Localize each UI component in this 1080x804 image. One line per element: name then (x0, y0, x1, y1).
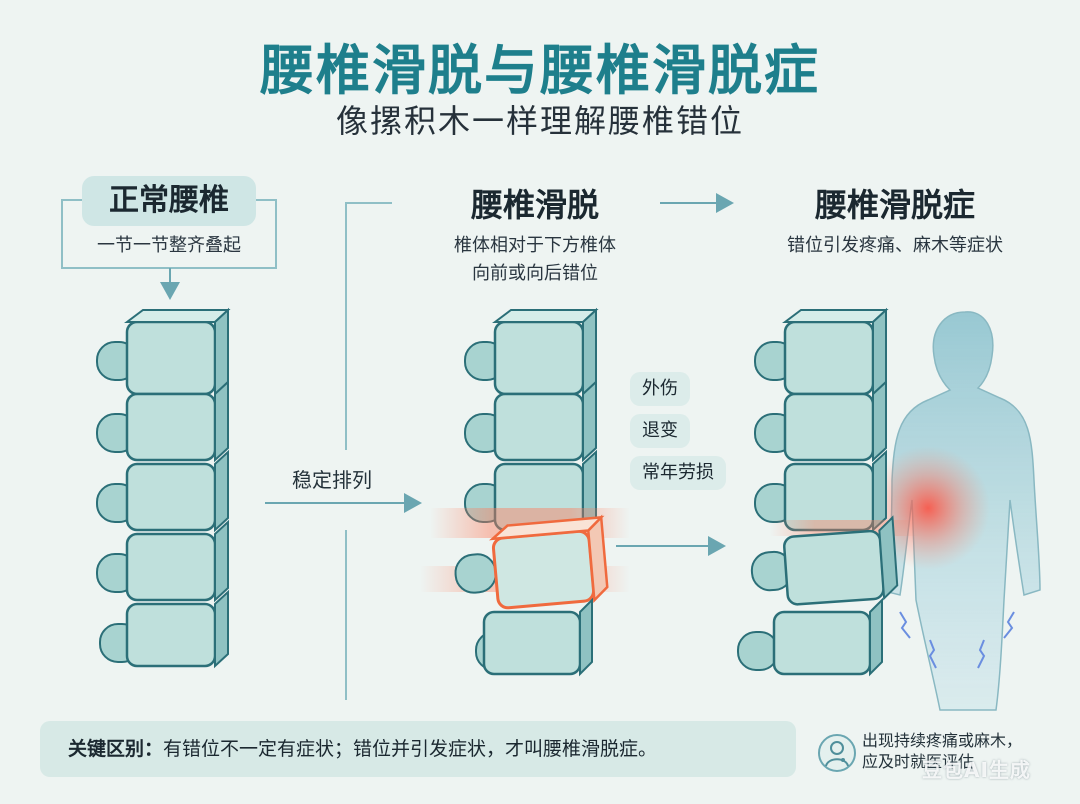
doctor-icon (818, 734, 856, 772)
key-difference-label: 关键区别： (68, 738, 164, 760)
advice-line: 出现持续疼痛或麻木， (862, 731, 1023, 750)
slip-label: 腰椎滑脱 (470, 186, 599, 224)
advice-text: 出现持续疼痛或麻木， 应及时就医评估 (862, 730, 1062, 772)
key-difference-text: 有错位不一定有症状；错位并引发症状，才叫腰椎滑脱症。 (163, 738, 658, 760)
slip-description-line: 椎体相对于下方椎体 (454, 235, 616, 256)
stable-label: 稳定排列 (292, 468, 372, 492)
page-subtitle: 像摞积木一样理解腰椎错位 (335, 102, 744, 140)
syndrome-spine (737, 307, 920, 677)
normal-label: 正常腰椎 (82, 176, 256, 226)
watermark: 豆包AI生成 (922, 758, 1031, 782)
advice-line: 应及时就医评估 (862, 752, 975, 771)
key-difference-box: 关键区别：有错位不一定有症状；错位并引发症状，才叫腰椎滑脱症。 (40, 721, 796, 777)
divider-top (345, 202, 392, 450)
slip-description: 椎体相对于下方椎体 向前或向后错位 (400, 232, 670, 288)
cause-tag-strain: 常年劳损 (630, 456, 726, 490)
syndrome-label: 腰椎滑脱症 (814, 186, 975, 224)
cause-tag-trauma: 外伤 (630, 372, 690, 406)
normal-spine (96, 307, 231, 669)
cause-tag-degeneration: 退变 (630, 414, 690, 448)
body-figure (866, 311, 1041, 711)
syndrome-description: 错位引发疼痛、麻木等症状 (787, 235, 1003, 256)
normal-description: 一节一节整齐叠起 (97, 235, 241, 256)
slip-description-line: 向前或向后错位 (472, 263, 598, 284)
slip-spine (420, 307, 630, 677)
page-title: 腰椎滑脱与腰椎滑脱症 (260, 39, 820, 102)
